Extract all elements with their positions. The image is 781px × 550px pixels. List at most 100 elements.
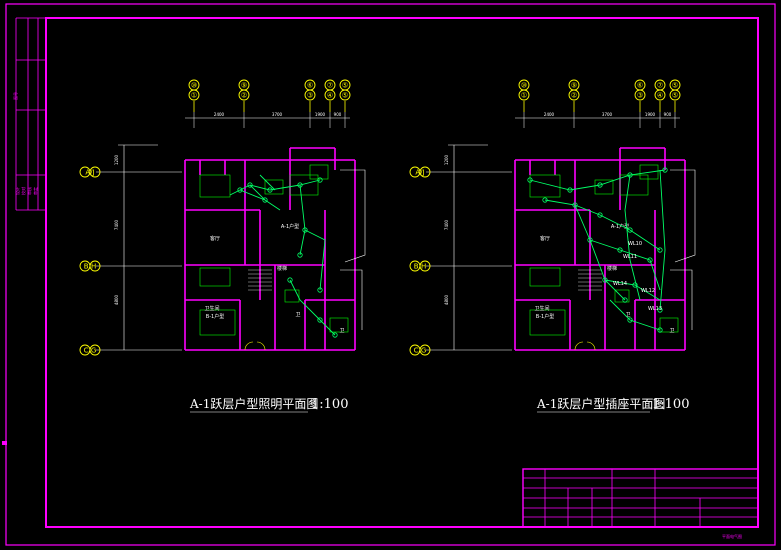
left-bubble-b-0 <box>419 166 431 178</box>
axis-bubble-lower-2 <box>634 89 646 101</box>
circuit-label-3: WL13 <box>648 306 662 312</box>
axis-label-lower-4: ⑤ <box>342 92 348 100</box>
axis-label-lower-1: ② <box>571 92 577 100</box>
furniture-0 <box>199 174 231 198</box>
axis-label-upper-1: ⑨ <box>571 82 577 90</box>
circuit-wire-3 <box>574 204 626 301</box>
axis-label-upper-4: ⑤ <box>342 82 348 90</box>
circuit-wire-4 <box>609 299 661 331</box>
furniture-1 <box>199 267 231 287</box>
fixture-symbol-16 <box>617 247 623 253</box>
circuit-wire-2 <box>659 169 666 311</box>
axis-label-lower-3: ④ <box>327 92 333 100</box>
room-label-household_b: B-1户型 <box>536 313 554 320</box>
axis-label-upper-2: ⑥ <box>637 82 643 90</box>
fixture-symbol-4 <box>262 197 268 203</box>
room-label-toilet_b: 卫 <box>669 328 674 334</box>
left-bubble-b-1 <box>419 260 431 272</box>
side-row-2: 审核 <box>26 187 32 195</box>
furniture-7 <box>594 179 614 195</box>
axis-bubble-lower-4 <box>339 89 351 101</box>
left-dim-text-1: 7400 <box>444 219 449 230</box>
furniture-4 <box>309 164 329 180</box>
top-dim-text-1: 3700 <box>272 112 283 117</box>
fixture-symbol-15 <box>657 327 663 333</box>
side-row-1: 校对 <box>20 187 26 195</box>
left-axis-label-1: B/H <box>84 263 96 271</box>
circuit-wire-4 <box>289 279 336 336</box>
axis-bubble-lower-1 <box>568 89 580 101</box>
left-bubble-b-1 <box>89 260 101 272</box>
door-swing-0 <box>574 341 584 351</box>
fixture-symbol-8 <box>317 317 323 323</box>
fixture-symbol-3 <box>627 172 633 178</box>
left-axis-label-2: C/G <box>84 347 97 355</box>
top-dim-text-2: 1900 <box>645 112 656 117</box>
axis-label-upper-0: ⑩ <box>521 82 527 90</box>
left-bubble-b-0 <box>89 166 101 178</box>
left-dim-text-0: 1200 <box>444 154 449 165</box>
balcony-outline <box>670 169 696 263</box>
room-label-household_b: B-1户型 <box>206 313 224 320</box>
furniture-7 <box>264 179 284 195</box>
axis-label-lower-2: ③ <box>637 92 643 100</box>
fixture-symbol-6 <box>572 202 578 208</box>
circuit-wire-0 <box>249 179 321 191</box>
circuit-wire-5 <box>304 229 326 291</box>
room-label-household_a: A-1户型 <box>611 223 629 230</box>
circuit-wire-5 <box>589 239 661 291</box>
furniture-6 <box>659 317 679 333</box>
circuit-label-0: WL10 <box>628 241 642 247</box>
left-dim-text-1: 7400 <box>114 219 119 230</box>
fixture-symbol-17 <box>647 257 653 263</box>
room-label-living: 客厅 <box>540 235 550 242</box>
top-dim-text-3: 900 <box>664 112 672 117</box>
top-dim-text-0: 2400 <box>214 112 225 117</box>
furniture-0 <box>529 174 561 198</box>
room-label-bath: 卫生间 <box>204 305 219 312</box>
fixture-symbol-14 <box>627 317 633 323</box>
top-dim-text-1: 3700 <box>602 112 613 117</box>
furniture-5 <box>614 289 630 303</box>
side-marker <box>2 441 7 445</box>
fixture-symbol-3 <box>317 177 323 183</box>
fixture-symbol-13 <box>622 297 628 303</box>
room-label-bath: 卫生间 <box>534 305 549 312</box>
furniture-5 <box>284 289 300 303</box>
fixture-symbol-6 <box>297 252 303 258</box>
left-axis-label-1: B/H <box>414 263 426 271</box>
axis-bubble-lower-3 <box>324 89 336 101</box>
fixture-symbol-10 <box>237 187 243 193</box>
side-row-3: 审定 <box>32 187 38 195</box>
balcony-outline-lower <box>340 269 363 330</box>
axis-label-lower-2: ③ <box>307 92 313 100</box>
side-rows: 设计 校对 审核 审定 <box>14 187 38 195</box>
room-label-stair: 楼梯 <box>277 265 287 272</box>
circuit-wire-1 <box>544 199 661 251</box>
room-label-household_a: A-1户型 <box>281 223 299 230</box>
fixture-symbol-7 <box>597 212 603 218</box>
fixture-symbol-11 <box>317 287 323 293</box>
top-dim-text-0: 2400 <box>544 112 555 117</box>
axis-label-lower-4: ⑤ <box>672 92 678 100</box>
top-dim-text-2: 1900 <box>315 112 326 117</box>
socket-plan-caption: A-1跃层户型插座平面图 <box>536 396 665 411</box>
axis-label-lower-0: ① <box>191 92 197 100</box>
axis-label-lower-0: ① <box>521 92 527 100</box>
fixture-symbol-0 <box>247 182 253 188</box>
axis-label-lower-1: ② <box>241 92 247 100</box>
lighting-plan-caption: A-1跃层户型照明平面图 <box>189 396 318 411</box>
left-bubble-b-2 <box>89 344 101 356</box>
room-label-stair: 楼梯 <box>607 265 617 272</box>
left-binding-strip <box>15 17 46 211</box>
furniture-1 <box>529 267 561 287</box>
axis-label-upper-2: ⑥ <box>307 82 313 90</box>
axis-bubble-lower-0 <box>518 89 530 101</box>
axis-bubble-lower-4 <box>669 89 681 101</box>
circuit-wire-1 <box>229 184 281 211</box>
axis-bubble-lower-0 <box>188 89 200 101</box>
circuit-wire-0 <box>529 169 666 191</box>
left-dim-text-0: 1200 <box>114 154 119 165</box>
axis-bubble-lower-2 <box>304 89 316 101</box>
left-axis-label-2: C/G <box>414 347 427 355</box>
